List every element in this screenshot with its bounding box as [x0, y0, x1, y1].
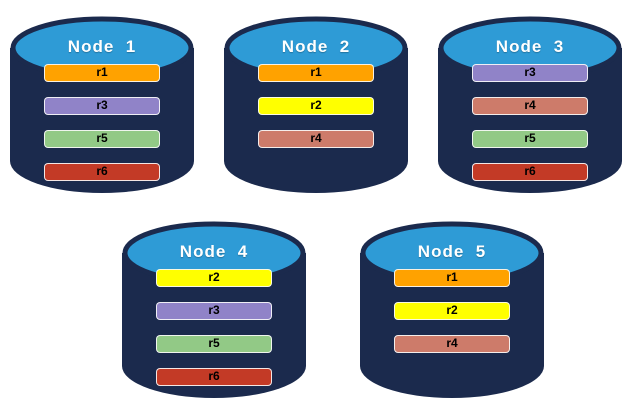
replica-list: r1 r3 r5 r6 [8, 64, 196, 181]
replica-bar: r1 [258, 64, 374, 82]
node-title: Node 1 [67, 37, 137, 56]
replica-bar: r5 [156, 335, 272, 353]
replica-bar: r4 [258, 130, 374, 148]
replica-bar: r3 [472, 64, 588, 82]
replica-bar: r4 [472, 97, 588, 115]
replica-bar: r5 [44, 130, 160, 148]
replica-bar: r3 [156, 302, 272, 320]
database-node: Node 2 r1 r2 r4 [222, 8, 410, 194]
database-cylinder-icon [360, 221, 544, 398]
replica-bar: r2 [258, 97, 374, 115]
replica-list: r1 r2 r4 [222, 64, 410, 148]
replica-bar: r4 [394, 335, 510, 353]
replica-bar: r6 [44, 163, 160, 181]
replica-list: r1 r2 r4 [358, 269, 546, 353]
database-cylinder-icon [10, 16, 194, 193]
node-row-bottom: Node 4 r2 r3 r5 r6 Node 5 r1 r2 r4 [120, 213, 546, 399]
database-node: Node 4 r2 r3 r5 r6 [120, 213, 308, 399]
replica-list: r2 r3 r5 r6 [120, 269, 308, 386]
database-node: Node 5 r1 r2 r4 [358, 213, 546, 399]
node-title: Node 5 [417, 242, 487, 261]
replica-bar: r1 [44, 64, 160, 82]
replica-bar: r3 [44, 97, 160, 115]
replica-bar: r1 [394, 269, 510, 287]
node-title: Node 4 [179, 242, 249, 261]
database-cylinder-icon [224, 16, 408, 193]
replica-list: r3 r4 r5 r6 [436, 64, 624, 181]
replica-bar: r6 [472, 163, 588, 181]
replica-bar: r5 [472, 130, 588, 148]
database-cylinder-icon [122, 221, 306, 398]
replica-bar: r2 [156, 269, 272, 287]
database-node: Node 3 r3 r4 r5 r6 [436, 8, 624, 194]
database-node: Node 1 r1 r3 r5 r6 [8, 8, 196, 194]
node-title: Node 2 [281, 37, 351, 56]
replica-bar: r2 [394, 302, 510, 320]
replica-bar: r6 [156, 368, 272, 386]
node-title: Node 3 [495, 37, 565, 56]
